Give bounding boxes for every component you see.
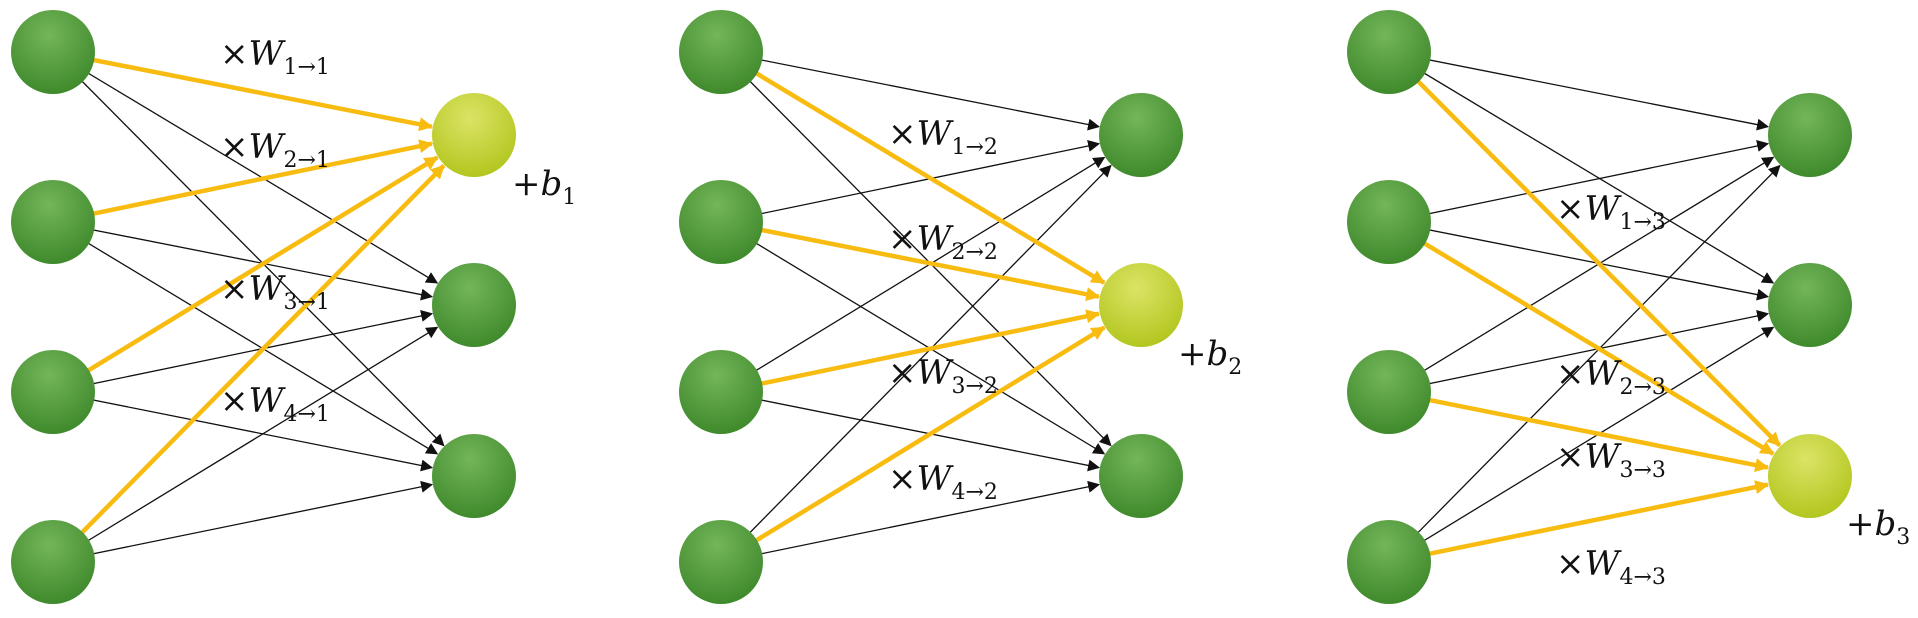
labels-layer: ×W1→1 ×W2→1 ×W3→1 ×W4→1 +b1 ×W1→2 ×W2→2 ×W3→2 ×W… bbox=[220, 34, 1910, 590]
edge-in1-out3-panel1 bbox=[52, 51, 445, 447]
edge-in2-out2-panel1 bbox=[52, 221, 433, 301]
edge-in3-out2-panel1 bbox=[52, 310, 434, 393]
bias-label: +b2 bbox=[1178, 334, 1242, 380]
input-neuron-1-panel1 bbox=[11, 10, 95, 94]
output-neuron-1-panel2 bbox=[1099, 93, 1183, 177]
weight-label: ×W4→2 bbox=[888, 459, 998, 505]
edge-in1-out2-panel3 bbox=[1388, 51, 1775, 284]
bias-label: +b3 bbox=[1846, 504, 1910, 550]
weight-label: ×W1→1 bbox=[220, 34, 330, 80]
edge-in3-out2-panel3 bbox=[1388, 310, 1770, 393]
input-neuron-2-panel3 bbox=[1347, 180, 1431, 264]
edge-in2-out2-panel3 bbox=[1388, 221, 1769, 301]
weight-label: ×W2→2 bbox=[888, 219, 998, 265]
highlighted-output-neuron-3-panel3 bbox=[1768, 434, 1852, 518]
weight-label: ×W1→2 bbox=[888, 114, 998, 160]
edge-in4-out1-panel3 bbox=[1388, 164, 1781, 563]
bias-label: +b1 bbox=[512, 164, 576, 210]
edge-in1-out1-panel1 bbox=[52, 49, 434, 132]
edge-in1-out1-panel2 bbox=[720, 51, 1100, 131]
highlighted-output-neuron-2-panel2 bbox=[1099, 263, 1183, 347]
edge-in4-out3-panel1 bbox=[52, 480, 434, 563]
edges-layer bbox=[51, 49, 1782, 565]
edge-in2-out1-panel2 bbox=[720, 140, 1101, 223]
edge-in2-out3-panel1 bbox=[52, 221, 439, 455]
edge-in2-out1-panel1 bbox=[52, 139, 434, 225]
nodes-layer bbox=[11, 10, 1852, 604]
weight-label: ×W1→3 bbox=[1556, 189, 1666, 235]
weight-label: ×W3→2 bbox=[888, 353, 998, 399]
edge-in2-out2-panel2 bbox=[720, 219, 1101, 302]
weight-label: ×W3→3 bbox=[1556, 437, 1666, 483]
input-neuron-4-panel2 bbox=[679, 520, 763, 604]
edge-in4-out1-panel2 bbox=[720, 164, 1112, 563]
edge-in3-out1-panel3 bbox=[1388, 156, 1775, 393]
edge-in1-out1-panel3 bbox=[1388, 51, 1769, 131]
edge-in4-out3-panel2 bbox=[720, 480, 1101, 563]
edge-in4-out2-panel1 bbox=[52, 326, 439, 563]
edge-in1-out2-panel2 bbox=[719, 50, 1106, 285]
edge-in3-out1-panel1 bbox=[51, 155, 439, 394]
input-neuron-2-panel1 bbox=[11, 180, 95, 264]
output-neuron-1-panel3 bbox=[1768, 93, 1852, 177]
edge-in1-out2-panel1 bbox=[52, 51, 439, 284]
edge-in4-out2-panel3 bbox=[1388, 326, 1775, 563]
output-neuron-2-panel3 bbox=[1768, 263, 1852, 347]
input-neuron-1-panel3 bbox=[1347, 10, 1431, 94]
input-neuron-3-panel2 bbox=[679, 350, 763, 434]
weight-label: ×W2→3 bbox=[1556, 354, 1666, 400]
edge-in2-out3-panel3 bbox=[1387, 220, 1775, 456]
edge-in3-out1-panel2 bbox=[720, 156, 1106, 393]
edge-in3-out3-panel1 bbox=[52, 391, 434, 472]
edge-in3-out3-panel3 bbox=[1388, 389, 1770, 472]
input-neuron-3-panel3 bbox=[1347, 350, 1431, 434]
edge-in3-out3-panel2 bbox=[720, 391, 1101, 472]
input-neuron-1-panel2 bbox=[679, 10, 763, 94]
edge-in4-out1-panel1 bbox=[51, 164, 446, 564]
weight-label: ×W4→1 bbox=[220, 381, 330, 427]
edge-in4-out3-panel3 bbox=[1388, 480, 1770, 565]
edge-in1-out3-panel3 bbox=[1387, 50, 1782, 448]
output-neuron-2-panel1 bbox=[432, 263, 516, 347]
highlighted-output-neuron-1-panel1 bbox=[432, 93, 516, 177]
input-neuron-3-panel1 bbox=[11, 350, 95, 434]
edge-in2-out3-panel2 bbox=[720, 221, 1106, 455]
output-neuron-3-panel2 bbox=[1099, 434, 1183, 518]
input-neuron-2-panel2 bbox=[679, 180, 763, 264]
edge-in3-out2-panel2 bbox=[720, 309, 1101, 395]
output-neuron-3-panel1 bbox=[432, 434, 516, 518]
input-neuron-4-panel1 bbox=[11, 520, 95, 604]
edge-in4-out2-panel2 bbox=[719, 325, 1106, 564]
weight-label: ×W4→3 bbox=[1556, 544, 1666, 590]
edge-in2-out1-panel3 bbox=[1388, 140, 1770, 223]
weight-label: ×W2→1 bbox=[220, 127, 330, 173]
edge-in1-out3-panel2 bbox=[720, 51, 1112, 447]
input-neuron-4-panel3 bbox=[1347, 520, 1431, 604]
weight-label: ×W3→1 bbox=[220, 269, 330, 315]
